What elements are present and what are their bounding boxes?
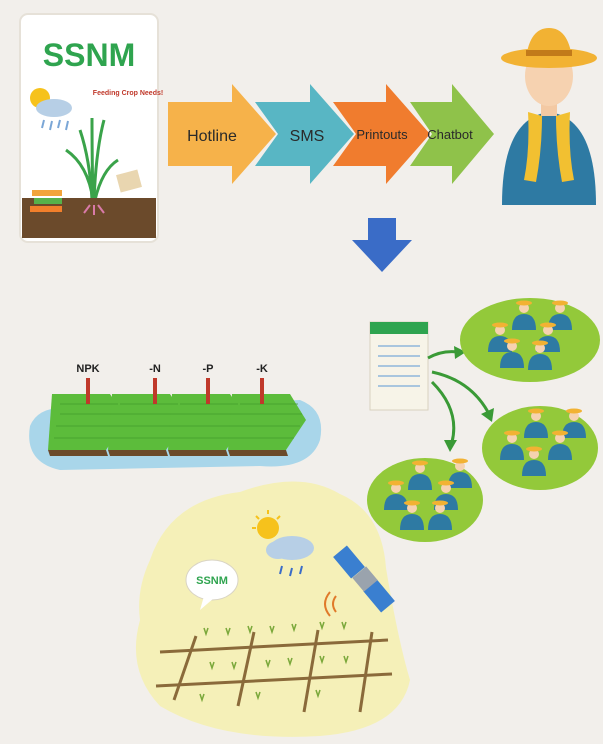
- speech-bubble: SSNM: [185, 559, 239, 610]
- document-icon: [369, 321, 429, 411]
- channel-hotline: Hotline: [168, 84, 276, 184]
- channel-chatbot: Chatbot: [410, 84, 494, 184]
- plot-label-minus-n: -N: [149, 363, 161, 375]
- card-rice-plant: [65, 117, 119, 201]
- plot-label-minus-k: -K: [256, 363, 268, 375]
- farmer-figure: [501, 28, 597, 205]
- card-weather-icon: [30, 88, 72, 131]
- sun-icon: [252, 510, 281, 539]
- channel-printouts: Printouts: [333, 84, 430, 184]
- channel-arrows: Hotline SMS Printouts Chatbot: [168, 84, 494, 184]
- card-roots: [83, 204, 105, 215]
- ssnm-card: SSNM Feeding Crop Needs!: [19, 13, 163, 243]
- channel-label-chatbot: Chatbot: [427, 127, 473, 142]
- field-seedlings: [199, 621, 349, 703]
- card-nutrient-bars: [30, 190, 62, 212]
- down-arrow-icon: [352, 218, 412, 272]
- speech-bubble-label: SSNM: [196, 575, 228, 587]
- channel-label-sms: SMS: [290, 128, 325, 145]
- distribution-arrow-heads: [444, 346, 494, 452]
- channel-label-printouts: Printouts: [356, 127, 408, 142]
- channel-sms: SMS: [255, 84, 354, 184]
- omission-plots: NPK -N -P -K: [29, 363, 322, 470]
- plot-npk: [48, 394, 126, 456]
- plot-minus-k: [228, 394, 306, 456]
- plot-minus-p: [168, 394, 246, 456]
- card-side-text: Feeding Crop Needs!: [93, 90, 163, 97]
- channel-label-hotline: Hotline: [187, 128, 237, 145]
- plot-label-minus-p: -P: [203, 363, 214, 375]
- rain-cloud-icon: [266, 536, 314, 577]
- plot-stakes: [86, 378, 264, 404]
- card-sign: [116, 169, 142, 193]
- satellite-icon: [324, 545, 395, 617]
- farmer-group-right: [482, 406, 598, 490]
- card-title: SSNM: [43, 37, 135, 73]
- field-scene: SSNM: [135, 481, 410, 737]
- field-grid: [155, 629, 393, 713]
- plot-label-npk: NPK: [76, 363, 99, 375]
- plot-minus-n: [108, 394, 186, 456]
- farmer-group-top: [460, 298, 600, 382]
- farmer-group-bottom: [367, 458, 483, 542]
